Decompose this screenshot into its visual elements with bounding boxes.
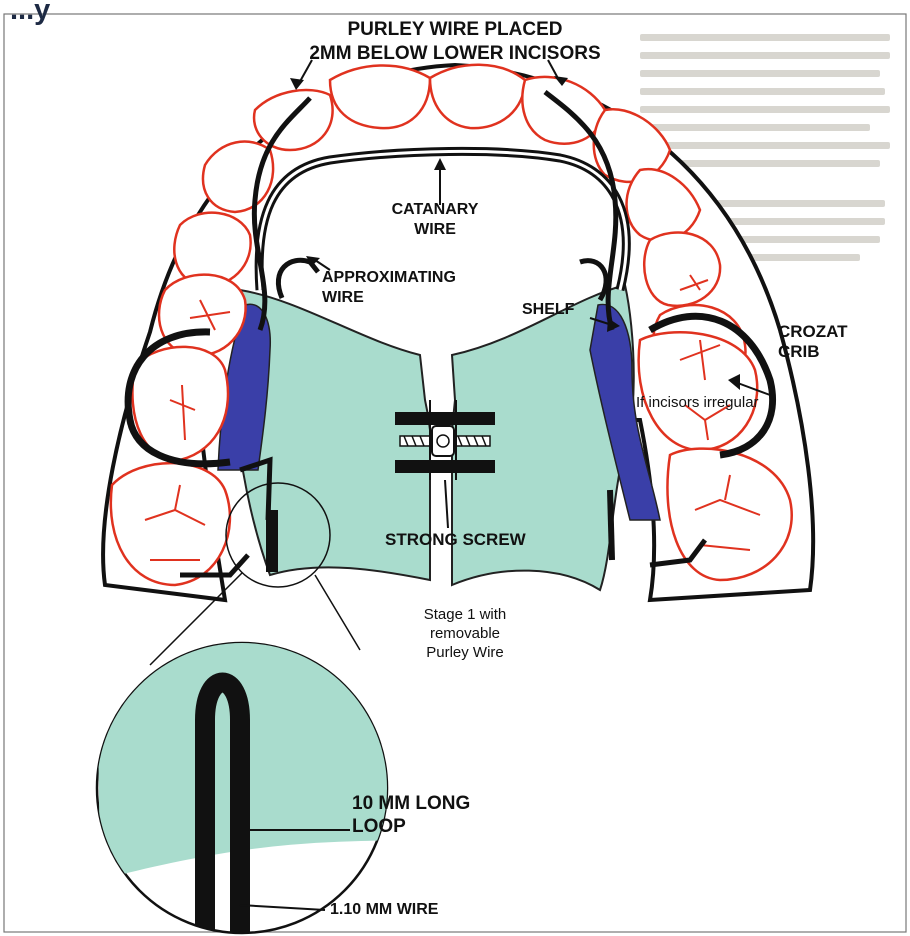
- detail-circle-large: [97, 640, 400, 936]
- label-loop-line2: LOOP: [352, 815, 470, 838]
- label-purley-line2: 2MM BELOW LOWER INCISORS: [255, 42, 655, 66]
- label-catanary-line1: CATANARY: [380, 200, 490, 220]
- label-stage-1: Stage 1 with removable Purley Wire: [390, 605, 540, 662]
- label-catanary-line2: WIRE: [380, 220, 490, 240]
- label-stage-line2: removable: [390, 624, 540, 643]
- label-strong-screw: STRONG SCREW: [385, 530, 526, 550]
- label-approximating-wire: APPROXIMATING WIRE: [322, 268, 456, 308]
- label-crozat-line1: CROZAT: [778, 322, 848, 342]
- label-crozat-line2: CRIB: [778, 342, 848, 362]
- label-crozat-crib: CROZAT CRIB: [778, 322, 848, 362]
- label-purley-line1: PURLEY WIRE PLACED: [255, 18, 655, 42]
- label-stage-line1: Stage 1 with: [390, 605, 540, 624]
- label-shelf: SHELF: [522, 300, 574, 320]
- page-heading-fragment: ...y: [10, 0, 50, 27]
- label-catanary-wire: CATANARY WIRE: [380, 200, 490, 240]
- label-stage-line3: Purley Wire: [390, 643, 540, 662]
- label-approx-line2: WIRE: [322, 288, 456, 308]
- label-wire-size: 1.10 MM WIRE: [330, 900, 438, 920]
- label-loop: 10 MM LONG LOOP: [352, 792, 470, 838]
- label-incisors-irregular: If incisors irregular: [636, 393, 759, 412]
- label-approx-line1: APPROXIMATING: [322, 268, 456, 288]
- expansion-screw: [395, 400, 495, 480]
- label-purley-wire: PURLEY WIRE PLACED 2MM BELOW LOWER INCIS…: [255, 18, 655, 66]
- label-loop-line1: 10 MM LONG: [352, 792, 470, 815]
